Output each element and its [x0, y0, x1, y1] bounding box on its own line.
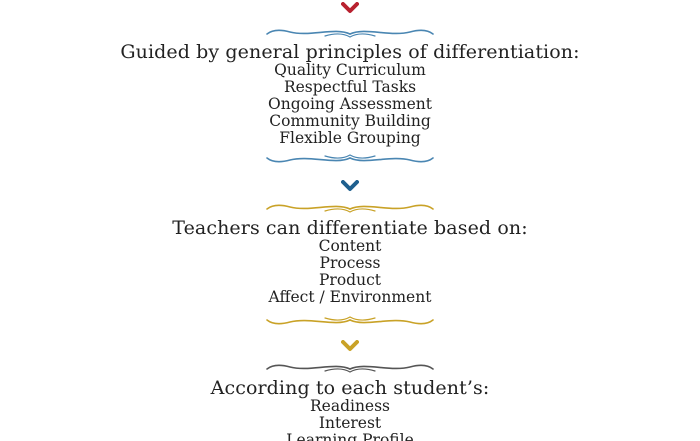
section-heading-student: According to each student’s:	[210, 377, 490, 399]
list-item: Affect / Environment	[268, 288, 432, 306]
list-item: Readiness	[309, 397, 391, 415]
list-item: Ongoing Assessment	[268, 95, 432, 113]
list-item: Flexible Grouping	[279, 129, 421, 147]
section-heading-principles: Guided by general principles of differen…	[120, 41, 580, 63]
list-item: Respectful Tasks	[283, 78, 417, 96]
student-list: Readiness Interest Learning Profile	[0, 398, 700, 441]
scroll-flourish-icon	[266, 316, 434, 325]
list-item: Community Building	[269, 112, 431, 130]
list-item: Interest	[318, 414, 382, 432]
scroll-flourish-icon	[266, 204, 434, 213]
list-item: Process	[319, 254, 381, 272]
differentiate-list: Content Process Product Affect / Environ…	[0, 238, 700, 306]
scroll-flourish-icon	[266, 364, 434, 373]
principles-list: Quality Curriculum Respectful Tasks Ongo…	[0, 62, 700, 147]
list-item: Content	[318, 237, 382, 255]
list-item: Product	[319, 271, 381, 289]
chevron-down-icon	[341, 2, 359, 13]
section-heading-differentiate: Teachers can differentiate based on:	[172, 217, 528, 239]
chevron-down-icon	[341, 180, 359, 191]
list-item: Quality Curriculum	[274, 61, 426, 79]
list-item: Learning Profile	[286, 431, 414, 441]
scroll-flourish-icon	[266, 29, 434, 38]
scroll-flourish-icon	[266, 154, 434, 163]
chevron-down-icon	[341, 340, 359, 351]
